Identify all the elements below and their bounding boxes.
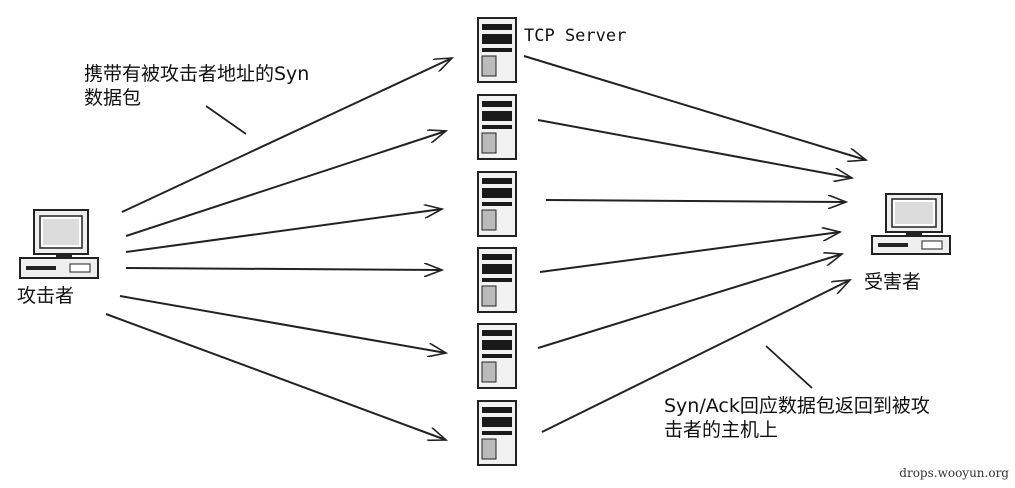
server-tower-icon [477,323,517,389]
server-tower-icon [477,94,517,160]
syn-ack-note-line2: 击者的主机上 [664,419,779,441]
syn-callout-line [205,105,247,135]
syn-packet-note-line2: 数据包 [84,87,142,109]
syn-arrow [105,313,446,440]
syn-ack-arrow [523,55,866,160]
victim-label: 受害者 [864,271,922,293]
ack-callout-line [765,345,813,389]
victim-computer-icon [871,193,951,255]
server-tower-icon [477,171,517,237]
syn-arrow [119,295,446,353]
attacker-computer-icon [19,209,99,279]
syn-ack-arrow [539,232,840,273]
watermark: drops.wooyun.org [899,466,1009,480]
syn-packet-note-line1: 携带有被攻击者地址的Syn [84,63,310,85]
server-tower-icon [477,400,517,466]
server-tower-icon [477,17,517,83]
syn-arrow [125,131,446,237]
server-tower-icon [477,247,517,313]
syn-arrow [125,209,442,253]
tcp-server-label: TCP Server [524,26,627,46]
attacker-label: 攻击者 [17,285,75,307]
syn-ack-arrow [545,200,846,202]
syn-arrow [125,268,442,270]
syn-arrow [121,58,452,213]
syn-ack-arrow [541,280,850,433]
syn-ack-arrow [537,119,852,178]
syn-ack-arrow [537,254,842,349]
syn-ack-note-line1: Syn/Ack回应数据包返回到被攻 [664,395,930,417]
